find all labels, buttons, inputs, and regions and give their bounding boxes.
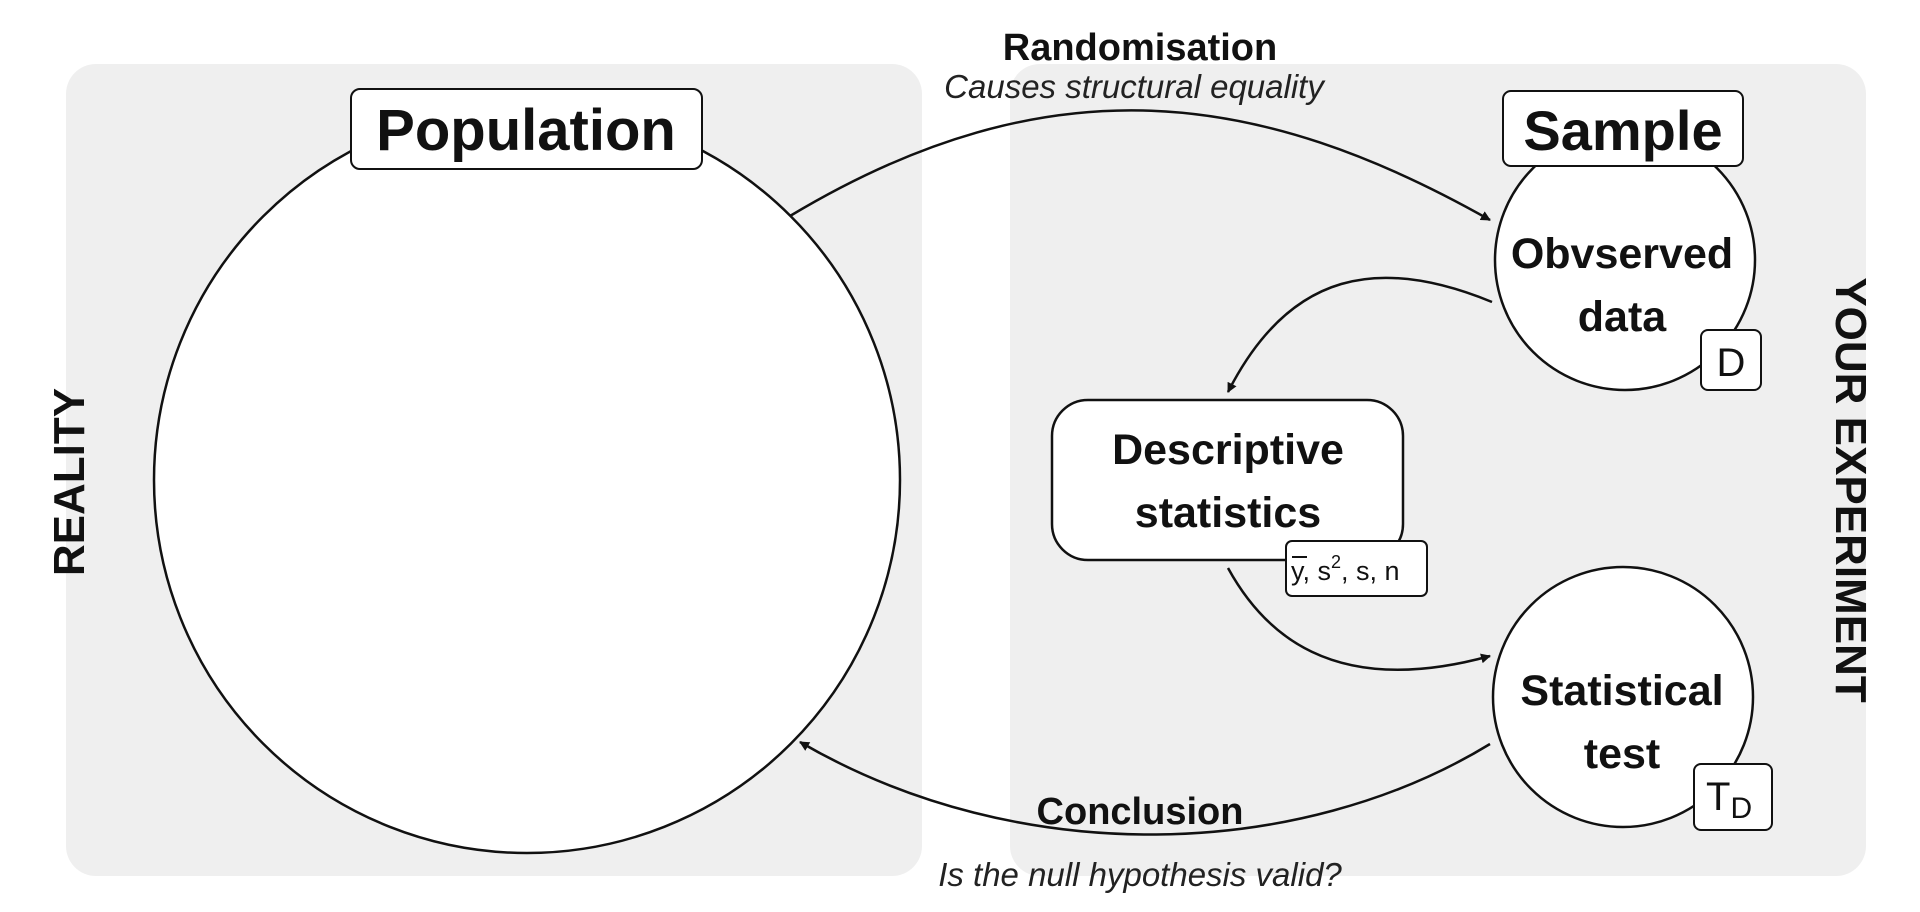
randomisation-title: Randomisation <box>1003 27 1277 69</box>
descriptive-statistics-line1: Descriptive <box>1112 426 1344 474</box>
statistical-test-tag: TD <box>1706 775 1752 825</box>
sample-label: Sample <box>1523 99 1722 162</box>
descriptive-statistics-tag-box <box>1285 540 1428 597</box>
sample-label-box <box>1502 90 1744 167</box>
randomisation-subtitle: Causes structural equality <box>944 68 1326 105</box>
conclusion-title: Conclusion <box>1037 791 1244 833</box>
statistical-test-circle <box>1491 565 1755 829</box>
test-tag-main: T <box>1706 775 1730 819</box>
observed-data-tag-box <box>1700 329 1762 391</box>
population-label-box <box>350 88 703 170</box>
tag-remaining-symbols: , s, n <box>1341 556 1400 586</box>
population-circle <box>152 105 902 855</box>
statistical-test-tag-box <box>1693 763 1773 831</box>
observed-to-descriptive-arrow <box>1226 276 1493 393</box>
descriptive-statistics-box <box>1050 398 1405 562</box>
test-tag-subscript: D <box>1730 792 1752 825</box>
descriptive-statistics-tag: y, s2, s, n <box>1291 552 1400 586</box>
population-label: Population <box>376 98 676 163</box>
descriptive-to-test-arrow <box>1226 567 1491 672</box>
conclusion-subtitle: Is the null hypothesis valid? <box>938 856 1342 893</box>
randomisation-arrow <box>789 109 1491 222</box>
y-bar-symbol: y <box>1291 556 1305 586</box>
conclusion-arrow <box>799 740 1491 836</box>
observed-data-tag: D <box>1717 341 1746 385</box>
statistical-test-line1: Statistical <box>1520 667 1723 715</box>
squared-superscript: 2 <box>1331 552 1341 572</box>
statistical-test-line2: test <box>1584 730 1660 778</box>
descriptive-statistics-line2: statistics <box>1135 489 1321 537</box>
experiment-label: YOUR EXPERIMENT <box>1826 277 1875 703</box>
observed-data-line2: data <box>1578 293 1668 341</box>
reality-label: REALITY <box>45 388 94 576</box>
tag-s-symbol: , s <box>1303 556 1332 586</box>
observed-data-line1: Obvserved <box>1511 230 1733 278</box>
